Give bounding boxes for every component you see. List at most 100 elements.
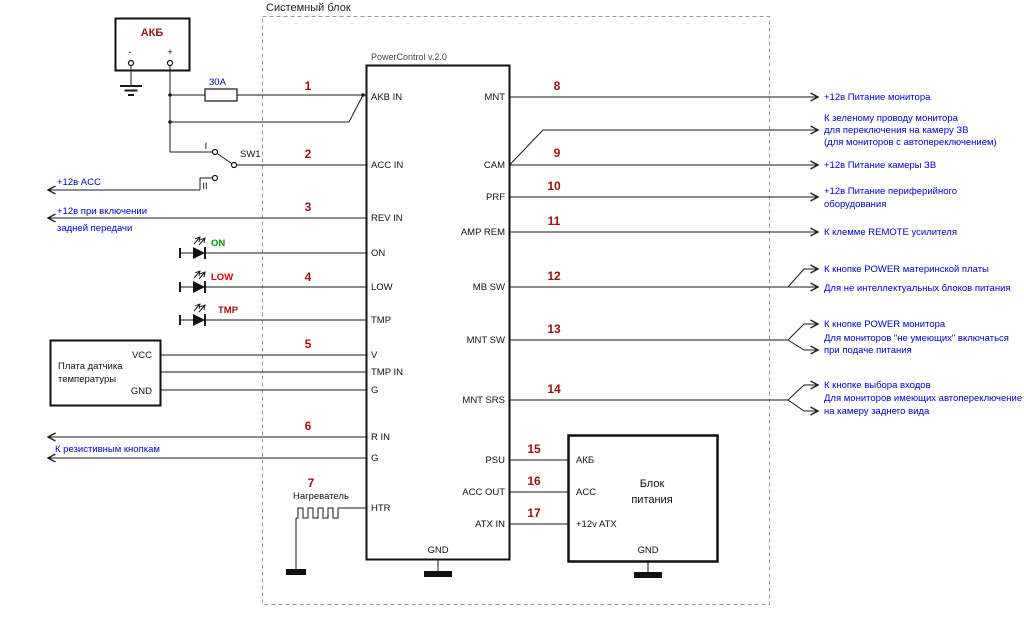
pin-g1: G bbox=[371, 385, 378, 396]
battery-plus-label: + bbox=[167, 47, 173, 58]
sw1-pole bbox=[230, 161, 238, 169]
battery-unit: АКБ - + bbox=[114, 17, 191, 152]
output-cam: К зеленому проводу монитора для переключ… bbox=[509, 113, 997, 171]
psu-pin-acc: ACC bbox=[576, 487, 596, 498]
sensor-gnd-label: GND bbox=[131, 386, 152, 397]
pin-prf: PRF bbox=[486, 192, 505, 203]
pin-mnt-srs: MNT SRS bbox=[462, 395, 505, 406]
mb-sw-label-line2: Для не интеллектуальных блоков питания bbox=[824, 283, 1011, 294]
mnt-srs-label-line1: К кнопке выбора входов bbox=[824, 380, 931, 391]
output-mnt: +12в Питание монитора bbox=[509, 92, 931, 103]
mnt-srs-label-line2: Для мониторов имеющих автопереключение bbox=[824, 393, 1022, 404]
wire-number-11: 11 bbox=[548, 214, 561, 228]
wire-number-17: 17 bbox=[527, 506, 541, 520]
sw1-contact-i bbox=[211, 148, 219, 156]
pin-mnt-sw: MNT SW bbox=[467, 335, 505, 346]
wire-cam-green-arrow bbox=[509, 130, 819, 166]
pin-mb-sw: MB SW bbox=[473, 282, 505, 293]
sw1-lever bbox=[217, 153, 233, 165]
mnt-sw-label-line2: Для мониторов "не умеющих" включаться bbox=[824, 333, 1009, 344]
system-block-frame: Системный блок bbox=[262, 2, 770, 605]
pin-amp-rem: AMP REM bbox=[461, 227, 505, 238]
wire-mnt-sw-fork-down-arrow bbox=[787, 339, 818, 350]
wire-number-10: 10 bbox=[547, 179, 561, 193]
led-on-label: ON bbox=[211, 238, 225, 249]
psu-box: АКБ ACC +12v ATX Блок питания GND bbox=[567, 434, 719, 578]
battery-minus-terminal bbox=[127, 59, 135, 67]
led-on: ON bbox=[179, 237, 366, 259]
sensor-box bbox=[49, 339, 162, 407]
mb-sw-label-line1: К кнопке POWER материнской платы bbox=[824, 264, 989, 275]
controller-gnd-label: GND bbox=[427, 545, 448, 556]
output-mnt-srs: К кнопке выбора входов Для мониторов име… bbox=[509, 380, 1022, 417]
led-tmp: TMP bbox=[179, 304, 366, 326]
psu-title-line2: питания bbox=[631, 494, 672, 506]
wire-numbers: 1 2 3 4 5 6 7 8 9 10 11 12 13 14 15 16 1… bbox=[305, 79, 561, 520]
led-light-ray bbox=[198, 272, 205, 280]
pin-r-in: R IN bbox=[371, 432, 390, 443]
mnt-label: +12в Питание монитора bbox=[824, 92, 931, 103]
pin-acc-out: ACC OUT bbox=[462, 487, 505, 498]
pin-v: V bbox=[371, 350, 378, 361]
pin-tmp-in: TMP IN bbox=[371, 367, 403, 378]
heater-label: Нагреватель bbox=[293, 491, 349, 502]
amp-rem-label: К клемме REMOTE усилителя bbox=[824, 227, 957, 238]
resistive-buttons-label: К резистивным кнопкам bbox=[55, 444, 160, 455]
wire-number-13: 13 bbox=[547, 322, 561, 336]
fuse-circuit: 30A bbox=[170, 77, 366, 123]
led-low: LOW bbox=[179, 271, 366, 293]
sw1-pos-i-label: I bbox=[205, 141, 208, 152]
temperature-sensor-board: Плата датчика температуры VCC GND bbox=[49, 339, 366, 407]
sw1-contact-ii bbox=[211, 174, 219, 182]
output-amp-rem: К клемме REMOTE усилителя bbox=[509, 227, 957, 238]
pin-akb-in: AKB IN bbox=[371, 92, 402, 103]
ground-bar bbox=[634, 572, 662, 578]
wire-number-2: 2 bbox=[305, 147, 312, 161]
wire-number-12: 12 bbox=[547, 269, 561, 283]
output-prf: +12в Питание периферийного оборудования bbox=[509, 186, 957, 210]
pin-acc-in: ACC IN bbox=[371, 160, 403, 171]
prf-label-line2: оборудования bbox=[824, 199, 886, 210]
wire-mb-sw-fork-arrow bbox=[787, 269, 818, 288]
psu-title-line1: Блок bbox=[640, 478, 665, 490]
reverse-input-circuit: +12в при включении задней передачи bbox=[48, 206, 366, 234]
battery-box bbox=[114, 17, 191, 72]
pin-htr: HTR bbox=[371, 503, 391, 514]
system-block-label: Системный блок bbox=[266, 2, 351, 14]
wire-number-7: 7 bbox=[308, 476, 315, 490]
led-triangle bbox=[193, 314, 205, 326]
controller-box bbox=[365, 64, 511, 561]
led-low-label: LOW bbox=[211, 272, 233, 283]
heater-element-symbol bbox=[296, 507, 342, 519]
pin-rev-in: REV IN bbox=[371, 213, 403, 224]
cam-label-line1: К зеленому проводу монитора bbox=[824, 113, 959, 124]
fuse-label: 30A bbox=[209, 77, 227, 88]
prf-label-line1: +12в Питание периферийного bbox=[824, 186, 957, 197]
wire-number-6: 6 bbox=[305, 419, 312, 433]
pin-cam: CAM bbox=[484, 160, 505, 171]
sw1-label: SW1 bbox=[240, 149, 261, 160]
sensor-vcc-label: VCC bbox=[132, 350, 152, 361]
wire-number-3: 3 bbox=[305, 200, 312, 214]
system-block-border bbox=[262, 16, 770, 605]
wire-number-14: 14 bbox=[547, 382, 561, 396]
cam-label-line2: для переключения на камеру ЗВ bbox=[824, 125, 968, 136]
led-light-ray bbox=[193, 271, 200, 279]
pin-tmp: TMP bbox=[371, 315, 391, 326]
psu-wires bbox=[509, 459, 568, 525]
wire-mnt-sw-fork-up-arrow bbox=[787, 324, 818, 341]
pin-on: ON bbox=[371, 248, 385, 259]
battery-plus-terminal bbox=[166, 59, 174, 67]
wire-number-1: 1 bbox=[305, 79, 312, 93]
output-mb-sw: К кнопке POWER материнской платы Для не … bbox=[509, 264, 1011, 294]
battery-ground-symbol bbox=[120, 85, 142, 96]
sensor-label-line2: температуры bbox=[58, 374, 116, 385]
psu-border bbox=[567, 434, 719, 563]
led-triangle bbox=[193, 281, 205, 293]
led-light-ray bbox=[193, 304, 200, 312]
cam-label-line3: (для мониторов с автопереключением) bbox=[824, 137, 997, 148]
resistive-buttons-circuit: К резистивным кнопкам bbox=[48, 437, 366, 458]
pin-low: LOW bbox=[371, 282, 393, 293]
sw1-pos-ii-label: II bbox=[202, 181, 207, 192]
wire-branch-diagonal bbox=[348, 94, 364, 123]
